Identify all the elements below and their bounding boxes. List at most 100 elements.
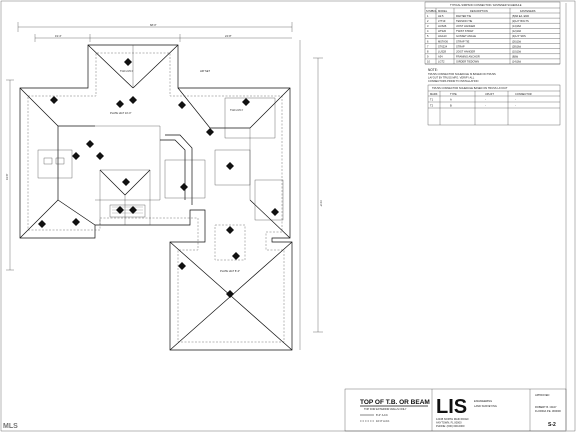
table-cell: GIRDER TIEDOWN <box>456 60 479 64</box>
table-cell: 7 <box>427 44 429 48</box>
table-cell: 6 <box>427 39 429 43</box>
connector-symbol <box>232 252 240 260</box>
table-cell: RAFTER TIE <box>456 14 471 18</box>
table-cell: STRAP <box>456 44 465 48</box>
roof-outline <box>19 44 293 351</box>
table-cell: TENSION TIE <box>456 19 473 23</box>
table-cell: 1 <box>427 14 429 18</box>
table-cell: (12)10d <box>512 29 521 33</box>
connector-symbol <box>129 96 137 104</box>
connector-symbol <box>178 101 186 109</box>
table-cell: MSTA36 <box>438 39 448 43</box>
connector-symbol <box>50 96 58 104</box>
engineer-name: ROBERT B. CRAY <box>535 405 557 409</box>
table-cell: (5)8d EA. END <box>512 14 529 18</box>
table-cell: (14)16d <box>512 60 521 64</box>
svg-text:T1: T1 <box>430 98 434 102</box>
table-cell: FRAMING ANCHOR <box>456 55 480 59</box>
table-cell: JOIST HANGER <box>456 50 475 54</box>
connector-symbol <box>226 290 234 298</box>
notes-line: CONNECTORS PRIOR TO INSTALLATION <box>428 79 478 83</box>
table-cell: ST6224 <box>438 44 448 48</box>
connector-symbol <box>72 152 80 160</box>
svg-text:CONNECTOR: CONNECTOR <box>515 92 532 96</box>
drawing-title-block: TOP OF T.B. OR BEAM TOP FOR EXTERIOR WAL… <box>360 399 430 423</box>
connector-symbols <box>38 58 279 298</box>
table-cell: 5 <box>427 34 429 38</box>
dim-overall-top: 68'-0" <box>150 23 157 27</box>
connector-symbol <box>72 218 80 226</box>
label-girder-a: TGD 2-PLY <box>120 69 133 73</box>
label-plate-a: PLATE HGT 10'-0" <box>110 111 132 115</box>
table-cell: 3 <box>427 24 429 28</box>
table-cell: LTT19 <box>438 19 446 23</box>
interior-walls <box>37 97 284 261</box>
svg-text:MARK: MARK <box>430 92 438 96</box>
table-cell: STRAP TIE <box>456 39 470 43</box>
svg-text:-: - <box>485 105 486 108</box>
table-cell: (28)16d <box>512 44 521 48</box>
hanger-schedule-rows: 1 H2.5 RAFTER TIE (5)8d EA. END 2 LTT19 TENSIO… <box>425 14 560 65</box>
svg-text:FASTENERS: FASTENERS <box>520 9 536 13</box>
drawing-subtitle: TOP FOR EXTERIOR WALLS ONLY <box>364 407 407 411</box>
company-address: ANYTOWN, FL 00000 <box>436 421 462 425</box>
connector-symbol <box>124 58 132 66</box>
top-dimensions: 68'-0" 19'-4" 24'-8" <box>17 22 293 42</box>
label-hip-set: HIP SET <box>200 69 210 73</box>
company-tagline: LAND SURVEYING <box>474 404 497 408</box>
table-cell: 8 <box>427 50 429 54</box>
hanger-schedule: TYPICAL SIMPSON CONNECTOR / FASTENER SCH… <box>424 1 561 65</box>
notes-line: TRUSS CONNECTOR SCHEDULE IS BASED ON TRU… <box>428 72 496 76</box>
truss-schedule-title: TRUSS CONNECTOR SCHEDULE BASED ON TRUSS … <box>432 86 508 90</box>
connector-symbol <box>86 140 94 148</box>
table-cell: TWIST STRAP <box>456 29 474 33</box>
table-cell: (26)10d <box>512 39 521 43</box>
svg-text:-: - <box>515 99 516 102</box>
connector-symbol <box>206 128 214 136</box>
engineer-license: FLORIDA P.E. #00000 <box>535 409 561 413</box>
connector-symbol <box>178 262 186 270</box>
connector-symbol <box>116 100 124 108</box>
label-plate-b: PLATE HGT 8'-0" <box>220 269 240 273</box>
company-tagline: ENGINEERING <box>474 399 492 403</box>
sheet-number: S-2 <box>548 422 556 428</box>
legend-item: 10'-0" A.F.F. <box>376 419 390 423</box>
approved-label: APPROVED <box>535 393 550 397</box>
table-cell: HUS26 <box>438 24 447 28</box>
svg-text:UPLIFT: UPLIFT <box>485 92 494 96</box>
svg-text:B: B <box>450 104 452 108</box>
connector-symbol <box>38 220 46 228</box>
hanger-schedule-title: TYPICAL SIMPSON CONNECTOR / FASTENER SCH… <box>450 3 522 7</box>
watermark: MLS <box>3 423 18 430</box>
notes-line: LAYOUT BY TRUSS MFG. VERIFY ALL <box>428 76 475 80</box>
right-dimension: 72'-0" <box>299 40 323 350</box>
connector-symbol <box>96 152 104 160</box>
dim-left-side: 41'-6" <box>5 173 9 180</box>
svg-text:TYPE: TYPE <box>450 92 457 96</box>
table-cell: (10)10d <box>512 50 521 54</box>
connector-symbol <box>226 226 234 234</box>
table-cell: GUSSET ANGLE <box>456 34 476 38</box>
table-cell: HGA10 <box>438 34 447 38</box>
company-phone: PHONE: (000) 000-0000 <box>436 424 465 428</box>
svg-text:T2: T2 <box>430 104 434 108</box>
table-cell: A34 <box>438 55 443 59</box>
table-cell: H2.5 <box>438 14 444 18</box>
dim-top-left: 19'-4" <box>55 34 62 38</box>
svg-text:MODEL: MODEL <box>438 9 448 13</box>
table-cell: 2 <box>427 19 429 23</box>
connector-symbol <box>271 208 279 216</box>
connector-symbol <box>180 183 188 191</box>
notes-heading: NOTE: <box>428 68 438 72</box>
title-block: LIS ENGINEERING LAND SURVEYING 12345 NOR… <box>344 388 567 432</box>
connector-symbol <box>226 162 234 170</box>
table-cell: (8)8d <box>512 55 519 59</box>
legend-item: 8'-0" A.F.F. <box>376 413 389 417</box>
connector-symbol <box>129 206 137 214</box>
svg-text:DESCRIPTION: DESCRIPTION <box>470 9 488 13</box>
label-girder-b: TGD 2-PLY <box>230 108 243 112</box>
table-cell: 4 <box>427 29 429 33</box>
left-dimension: 41'-6" <box>5 79 14 271</box>
